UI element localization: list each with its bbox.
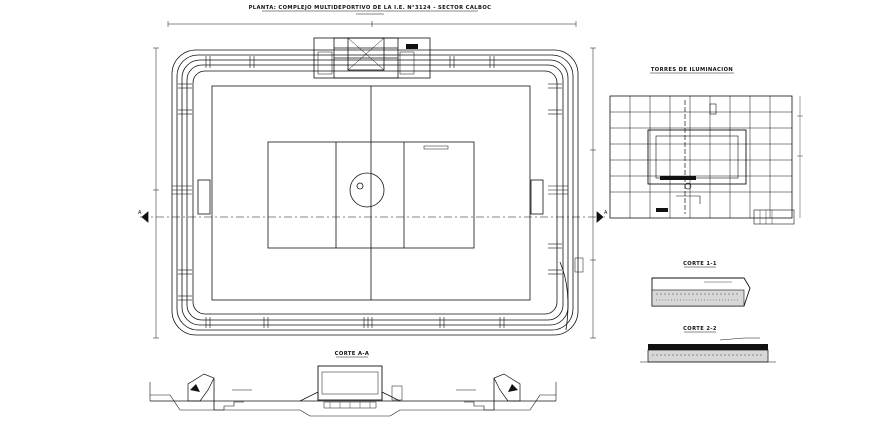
track-lane-4: [186, 64, 564, 321]
main-title: PLANTA: COMPLEJO MULTIDEPORTIVO DE LA I.…: [249, 5, 492, 11]
right-dimension-line: [590, 47, 596, 339]
entry-ramp: [559, 261, 569, 331]
track-lane-3: [181, 59, 569, 326]
goal-area-right: [530, 179, 544, 215]
track-lane-2: [176, 54, 574, 331]
left-dimension-line: [153, 47, 159, 339]
detail-1-title: CORTE 1-1: [683, 261, 717, 267]
section-marker-left: A: [138, 210, 149, 223]
axis-marker-left: A: [138, 210, 142, 216]
track-lane-outer: [171, 49, 579, 336]
site-plan: A A: [138, 37, 608, 336]
grid-plan-title: TORRES DE ILUMINACION: [651, 67, 733, 73]
stand-ticks-bottom: [205, 317, 505, 328]
center-spot: [356, 182, 364, 190]
top-grandstand: [313, 37, 431, 79]
stand-ticks-left: [172, 83, 192, 301]
lighting-grid-plan: TORRES DE ILUMINACION: [609, 67, 803, 225]
court-dimension-tag: [423, 145, 449, 150]
main-title-block: PLANTA: COMPLEJO MULTIDEPORTIVO DE LA I.…: [249, 5, 492, 15]
top-dimension-line: [167, 21, 577, 27]
detail-section-1: CORTE 1-1: [651, 261, 751, 307]
detail-2-title: CORTE 2-2: [683, 326, 717, 332]
stand-ticks-top: [205, 56, 495, 68]
goal-area-left: [197, 179, 211, 215]
section-marker-right: A: [596, 210, 608, 223]
section-aa: CORTE A-A: [149, 351, 557, 417]
center-circle: [349, 172, 385, 208]
stand-ticks-right: [548, 83, 568, 275]
track-lane-inner: [192, 70, 558, 315]
axis-marker-right: A: [604, 210, 608, 216]
section-aa-title: CORTE A-A: [335, 351, 370, 357]
court-boundary: [267, 141, 475, 249]
detail-section-2: CORTE 2-2: [640, 326, 776, 363]
